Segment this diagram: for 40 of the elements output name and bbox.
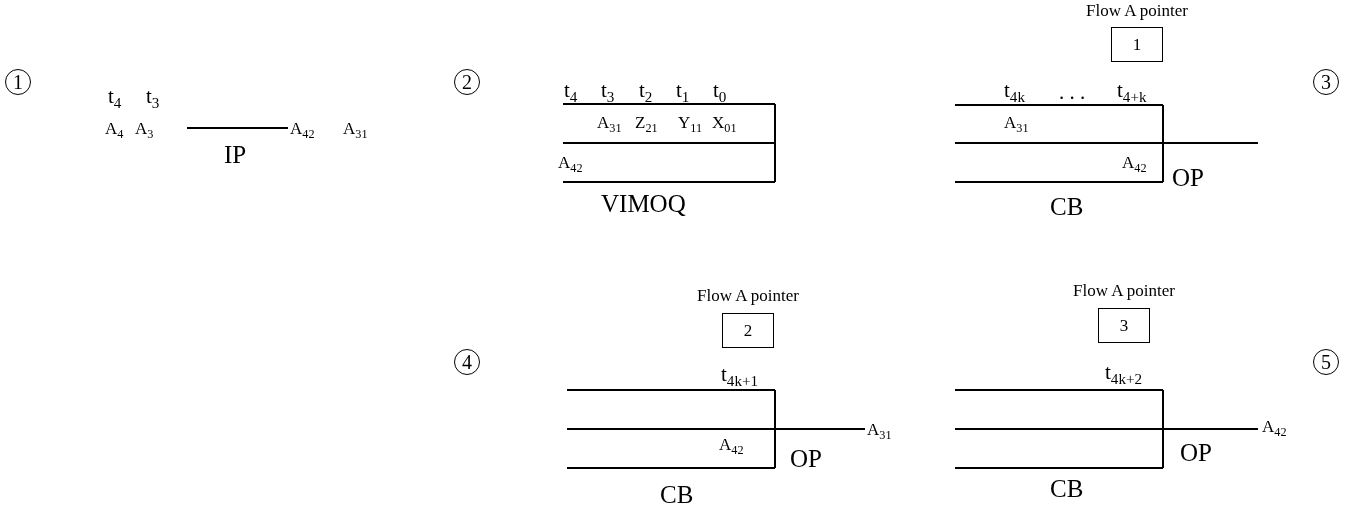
time-label: t$_{2}$: [639, 80, 653, 101]
pointer-value-box: 2: [722, 313, 774, 348]
packet-label: X$_{01}$: [712, 114, 737, 131]
buffer-label: CB: [660, 482, 694, 507]
time-label: t$_{4}$: [108, 86, 122, 107]
packet-label: A$_{42}$: [558, 154, 583, 171]
time-label: t$_{4k+1}$: [721, 364, 759, 385]
packet-label: A$_{31}$: [867, 421, 892, 438]
packet-label: A$_{31}$: [1004, 114, 1029, 131]
time-label: t$_{3}$: [146, 86, 160, 107]
ellipsis: . . .: [1059, 82, 1086, 103]
buffer-label: CB: [1050, 476, 1084, 501]
packet-label: A$_{42}$: [1262, 418, 1287, 435]
time-label: t$_{4k+2}$: [1105, 362, 1143, 383]
pointer-value-box: 1: [1111, 27, 1163, 62]
time-label: t$_{0}$: [713, 80, 727, 101]
port-label: OP: [790, 446, 822, 471]
time-label: t$_{4k}$: [1004, 80, 1025, 101]
pointer-value-box: 3: [1098, 308, 1150, 343]
time-label: t$_{4+k}$: [1117, 80, 1147, 101]
time-label: t$_{3}$: [601, 80, 615, 101]
queue-label: VIMOQ: [601, 191, 686, 216]
port-label: OP: [1180, 440, 1212, 465]
packet-label: A$_{42}$: [290, 120, 315, 137]
packet-label: A$_{31}$: [343, 120, 368, 137]
time-label: t$_{1}$: [676, 80, 690, 101]
pointer-caption: Flow A pointer: [697, 287, 799, 304]
interface-label: IP: [224, 142, 247, 167]
pointer-caption: Flow A pointer: [1073, 282, 1175, 299]
packet-label: A$_{4}$: [105, 120, 124, 137]
port-label: OP: [1172, 165, 1204, 190]
packet-label: A$_{31}$: [597, 114, 622, 131]
time-label: t$_{4}$: [564, 80, 578, 101]
packet-label: A$_{3}$: [135, 120, 154, 137]
packet-label: Z$_{21}$: [635, 114, 658, 131]
buffer-label: CB: [1050, 194, 1084, 219]
pointer-caption: Flow A pointer: [1086, 2, 1188, 19]
packet-label: A$_{42}$: [719, 436, 744, 453]
packet-label: A$_{42}$: [1122, 154, 1147, 171]
packet-label: Y$_{11}$: [678, 114, 703, 131]
